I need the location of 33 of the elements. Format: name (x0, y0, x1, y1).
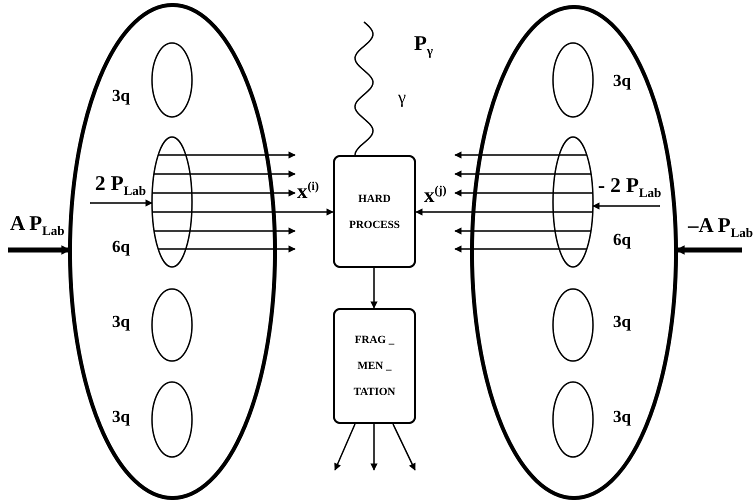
arrow (154, 227, 296, 235)
wavy-line (354, 21, 374, 156)
quark-count-label: 3q (112, 87, 130, 105)
process-box (333, 308, 416, 424)
arrow (454, 170, 591, 178)
arrow (454, 245, 587, 253)
arrow (370, 424, 378, 471)
arrow (152, 189, 296, 197)
quark-count-label: 6q (112, 238, 130, 256)
thick-arrow (8, 245, 71, 255)
process-box (333, 155, 416, 268)
arrow (370, 268, 378, 309)
arrow (454, 227, 591, 235)
arrow (334, 424, 356, 471)
arrow (158, 245, 296, 253)
quark-count-label: 3q (613, 72, 631, 90)
quark-count-label: 3q (112, 408, 130, 426)
quark-count-label: 3q (112, 313, 130, 331)
box-label: HARD PROCESS (348, 192, 401, 232)
arrow (158, 151, 296, 159)
arrow (592, 202, 660, 210)
arrow (152, 208, 334, 216)
arrow (454, 189, 593, 197)
quark-count-label: 6q (613, 231, 631, 249)
arrow (154, 170, 296, 178)
quark-count-label: 3q (613, 408, 631, 426)
box-label: FRAG _ MEN _ TATION (352, 333, 396, 400)
quark-count-label: 3q (613, 313, 631, 331)
thick-arrow (675, 245, 742, 255)
arrow (415, 208, 593, 216)
arrow (90, 199, 153, 207)
arrow (454, 151, 587, 159)
arrow (392, 424, 416, 471)
